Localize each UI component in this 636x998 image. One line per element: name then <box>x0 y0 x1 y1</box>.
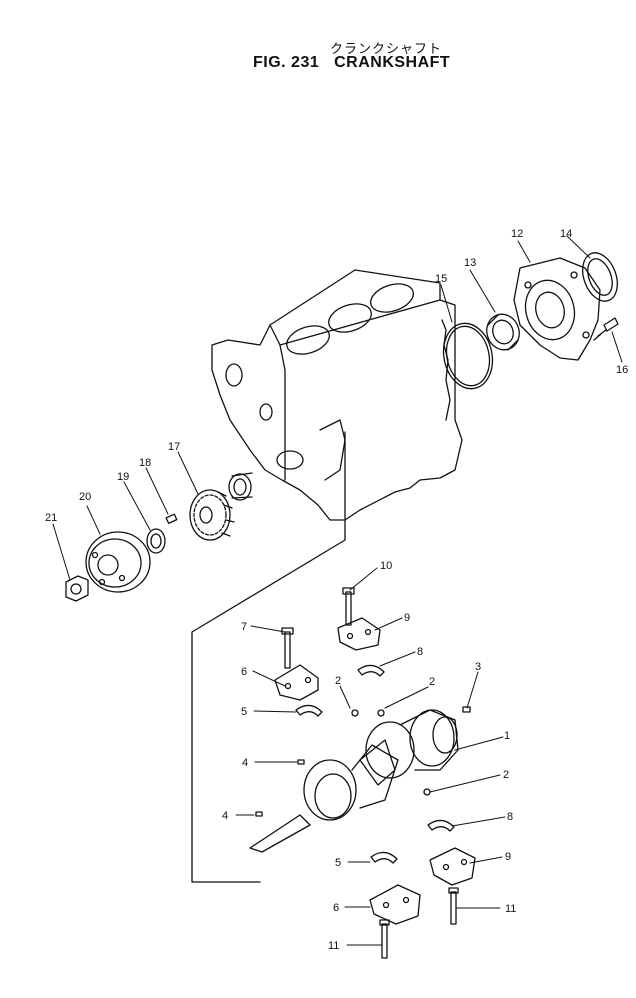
callout-4: 4 <box>242 757 248 769</box>
bearing-shell-part <box>427 819 455 832</box>
figure-title: FIG. 231 CRANKSHAFT <box>253 54 450 72</box>
callout-12: 12 <box>511 228 523 240</box>
callout-7: 7 <box>241 621 247 633</box>
callout-21: 21 <box>45 512 57 524</box>
callout-2: 2 <box>429 676 435 688</box>
callout-17: 17 <box>168 441 180 453</box>
callout-labels: 1 2 2 2 3 4 4 5 5 6 6 7 8 8 9 9 10 11 11… <box>45 228 628 952</box>
callout-14: 14 <box>560 228 572 240</box>
bearing-shell-part <box>370 851 398 864</box>
bearing-cap-upper-part <box>274 664 319 701</box>
collar-part <box>146 528 166 554</box>
bearing-cap-mid-part <box>337 617 381 651</box>
callout-2: 2 <box>503 769 509 781</box>
callout-13: 13 <box>464 257 476 269</box>
key-part <box>165 513 178 525</box>
bolt-part <box>593 317 619 341</box>
callout-2: 2 <box>335 675 341 687</box>
leader-frame <box>191 431 346 883</box>
callout-5: 5 <box>335 857 341 869</box>
pin-part <box>351 709 359 717</box>
gear-part <box>189 489 235 541</box>
o-ring-part <box>442 322 494 390</box>
key-part <box>462 706 471 713</box>
figure-name: CRANKSHAFT <box>334 54 451 71</box>
callout-15: 15 <box>435 273 447 285</box>
callout-20: 20 <box>79 491 91 503</box>
callout-6: 6 <box>241 666 247 678</box>
callout-11: 11 <box>328 940 339 952</box>
spacer-part <box>228 472 253 501</box>
pulley-part <box>85 531 151 593</box>
seal-ring-part <box>582 252 618 302</box>
callout-8: 8 <box>507 811 513 823</box>
bolt-part <box>281 627 294 669</box>
figure-number: FIG. 231 <box>253 54 320 71</box>
nut-part <box>65 575 89 602</box>
callout-5: 5 <box>241 706 247 718</box>
callout-1: 1 <box>504 730 510 742</box>
callout-8: 8 <box>417 646 423 658</box>
callout-11: 11 <box>505 903 516 915</box>
pin-part <box>377 709 385 717</box>
callout-3: 3 <box>475 661 481 673</box>
bolt-part <box>342 587 355 626</box>
oil-seal-part <box>486 313 520 351</box>
crankshaft-part <box>249 709 459 853</box>
callout-6: 6 <box>333 902 339 914</box>
callout-4: 4 <box>222 810 228 822</box>
callout-16: 16 <box>616 364 628 376</box>
callout-9: 9 <box>505 851 511 863</box>
bearing-cap-lower-part <box>429 847 476 886</box>
bearing-shell-part <box>357 664 385 677</box>
bolt-part <box>379 919 390 959</box>
title-japanese: クランクシャフト <box>330 42 443 57</box>
key-part <box>255 811 263 817</box>
leader-lines <box>52 235 623 946</box>
bearing-cap-bottom-part <box>369 884 421 925</box>
housing-part <box>513 257 601 361</box>
callout-19: 19 <box>117 471 129 483</box>
callout-18: 18 <box>139 457 151 469</box>
bearing-shell-part <box>295 704 323 717</box>
bolt-part <box>448 887 459 925</box>
callout-9: 9 <box>404 612 410 624</box>
callout-10: 10 <box>380 560 392 572</box>
key-part <box>297 759 305 765</box>
pin-part <box>423 788 431 796</box>
engine-block <box>211 269 463 521</box>
